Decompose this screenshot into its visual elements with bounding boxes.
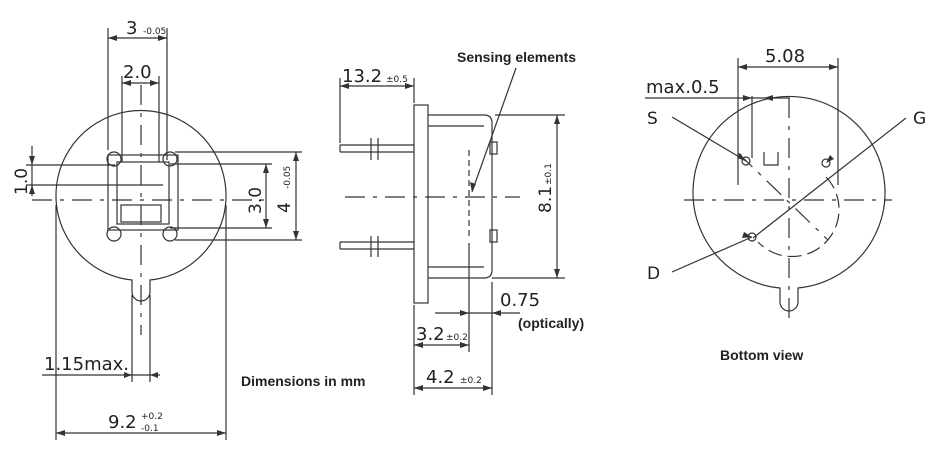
window-inner <box>116 161 170 225</box>
dim-height-tol: ±0.1 <box>544 163 554 185</box>
front-outline <box>55 109 227 302</box>
cap-bottom <box>489 229 498 243</box>
dim-depth-2-tol: ±0.2 <box>460 376 482 386</box>
dim-max: max.0.5 <box>646 77 720 98</box>
window-outer <box>107 154 179 231</box>
dim-inner-width: 2.0 <box>123 62 152 83</box>
dim-diameter-tol-minus: -0.1 <box>141 424 159 434</box>
cap-top <box>489 141 498 155</box>
pin-label-s: S <box>647 109 658 129</box>
side-view <box>339 67 565 395</box>
bottom-view-caption: Bottom view <box>720 347 803 363</box>
front-pin-1 <box>106 151 122 167</box>
dim-height: 8.1 <box>536 186 556 213</box>
inner-arc <box>757 176 840 258</box>
bottom-outline <box>692 95 886 312</box>
front-view <box>26 28 302 440</box>
can-body <box>428 114 493 279</box>
units-label: Dimensions in mm <box>241 373 365 389</box>
dim-lead-length: 13.2 <box>342 66 382 87</box>
front-pin-4 <box>162 226 178 242</box>
dim-optical: 0.75 <box>500 290 540 311</box>
pin-g-dot <box>821 158 831 168</box>
arrowheads <box>29 35 838 436</box>
dim-lead-length-tol: ±0.5 <box>386 75 408 85</box>
pin-s-dot <box>741 156 751 166</box>
front-pin-2 <box>162 151 178 167</box>
dim-top-width-tol: -0.05 <box>143 27 166 37</box>
inner-notch <box>763 152 779 166</box>
dim-depth-2: 4.2 <box>426 367 455 388</box>
optically-label: (optically) <box>518 315 584 331</box>
dim-pitch: 5.08 <box>765 46 805 67</box>
pin-label-g: G <box>913 109 926 129</box>
flange <box>413 104 429 304</box>
dim-outer-height-tol: -0.05 <box>283 166 293 189</box>
dim-lead-width: 1.15max. <box>44 354 129 375</box>
dim-depth-1-tol: ±0.2 <box>446 333 468 343</box>
dim-diameter: 9.2 <box>108 412 137 433</box>
dim-depth-1: 3.2 <box>416 324 445 345</box>
sensing-elements-label: Sensing elements <box>457 49 576 65</box>
pin-label-d: D <box>647 264 660 284</box>
dim-outer-height: 4 <box>275 202 295 213</box>
dim-top-width: 3 <box>126 18 137 39</box>
front-pin-3 <box>106 226 122 242</box>
dim-inner-height: 3.0 <box>246 187 266 214</box>
dim-left-height: 1.0 <box>12 168 32 195</box>
dim-diameter-tol-plus: +0.2 <box>141 412 163 422</box>
diagonal <box>737 152 829 241</box>
